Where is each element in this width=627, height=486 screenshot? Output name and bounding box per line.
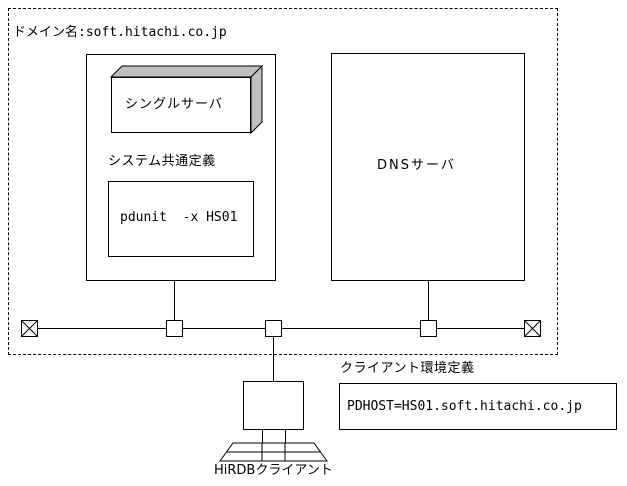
client-stand-left-icon — [262, 430, 263, 443]
bus-tap-dns-icon — [420, 320, 437, 337]
dns-server-label: DNSサーバ — [377, 158, 456, 173]
client-label: HiRDBクライアント — [214, 463, 333, 478]
client-stand-right-icon — [285, 430, 286, 443]
client-environment-definition-label: クライアント環境定義 — [340, 361, 475, 376]
bus-tap-client-icon — [265, 320, 282, 337]
client-drop-line — [273, 337, 274, 381]
client-environment-definition-box — [339, 383, 617, 430]
server-host-box — [86, 54, 276, 281]
system-common-definition-value: pdunit -x HS01 — [120, 210, 238, 225]
bus-tap-server-icon — [166, 320, 183, 337]
terminator-left-icon — [21, 320, 38, 337]
system-common-definition-label: システム共通定義 — [108, 154, 216, 169]
client-monitor-icon — [243, 381, 304, 430]
dns-drop-line — [428, 281, 429, 321]
system-common-definition-box — [108, 181, 254, 257]
client-environment-definition-value: PDHOST=HS01.soft.hitachi.co.jp — [347, 399, 582, 414]
single-server-label: シングルサーバ — [125, 97, 223, 112]
single-server-front-face — [111, 77, 251, 133]
server-drop-line — [174, 281, 175, 321]
client-base-trapezoid — [219, 442, 328, 462]
domain-boundary — [8, 8, 558, 355]
dns-server-box — [331, 53, 525, 281]
terminator-right-icon — [524, 320, 541, 337]
domain-name-label: ドメイン名:soft.hitachi.co.jp — [13, 25, 227, 40]
